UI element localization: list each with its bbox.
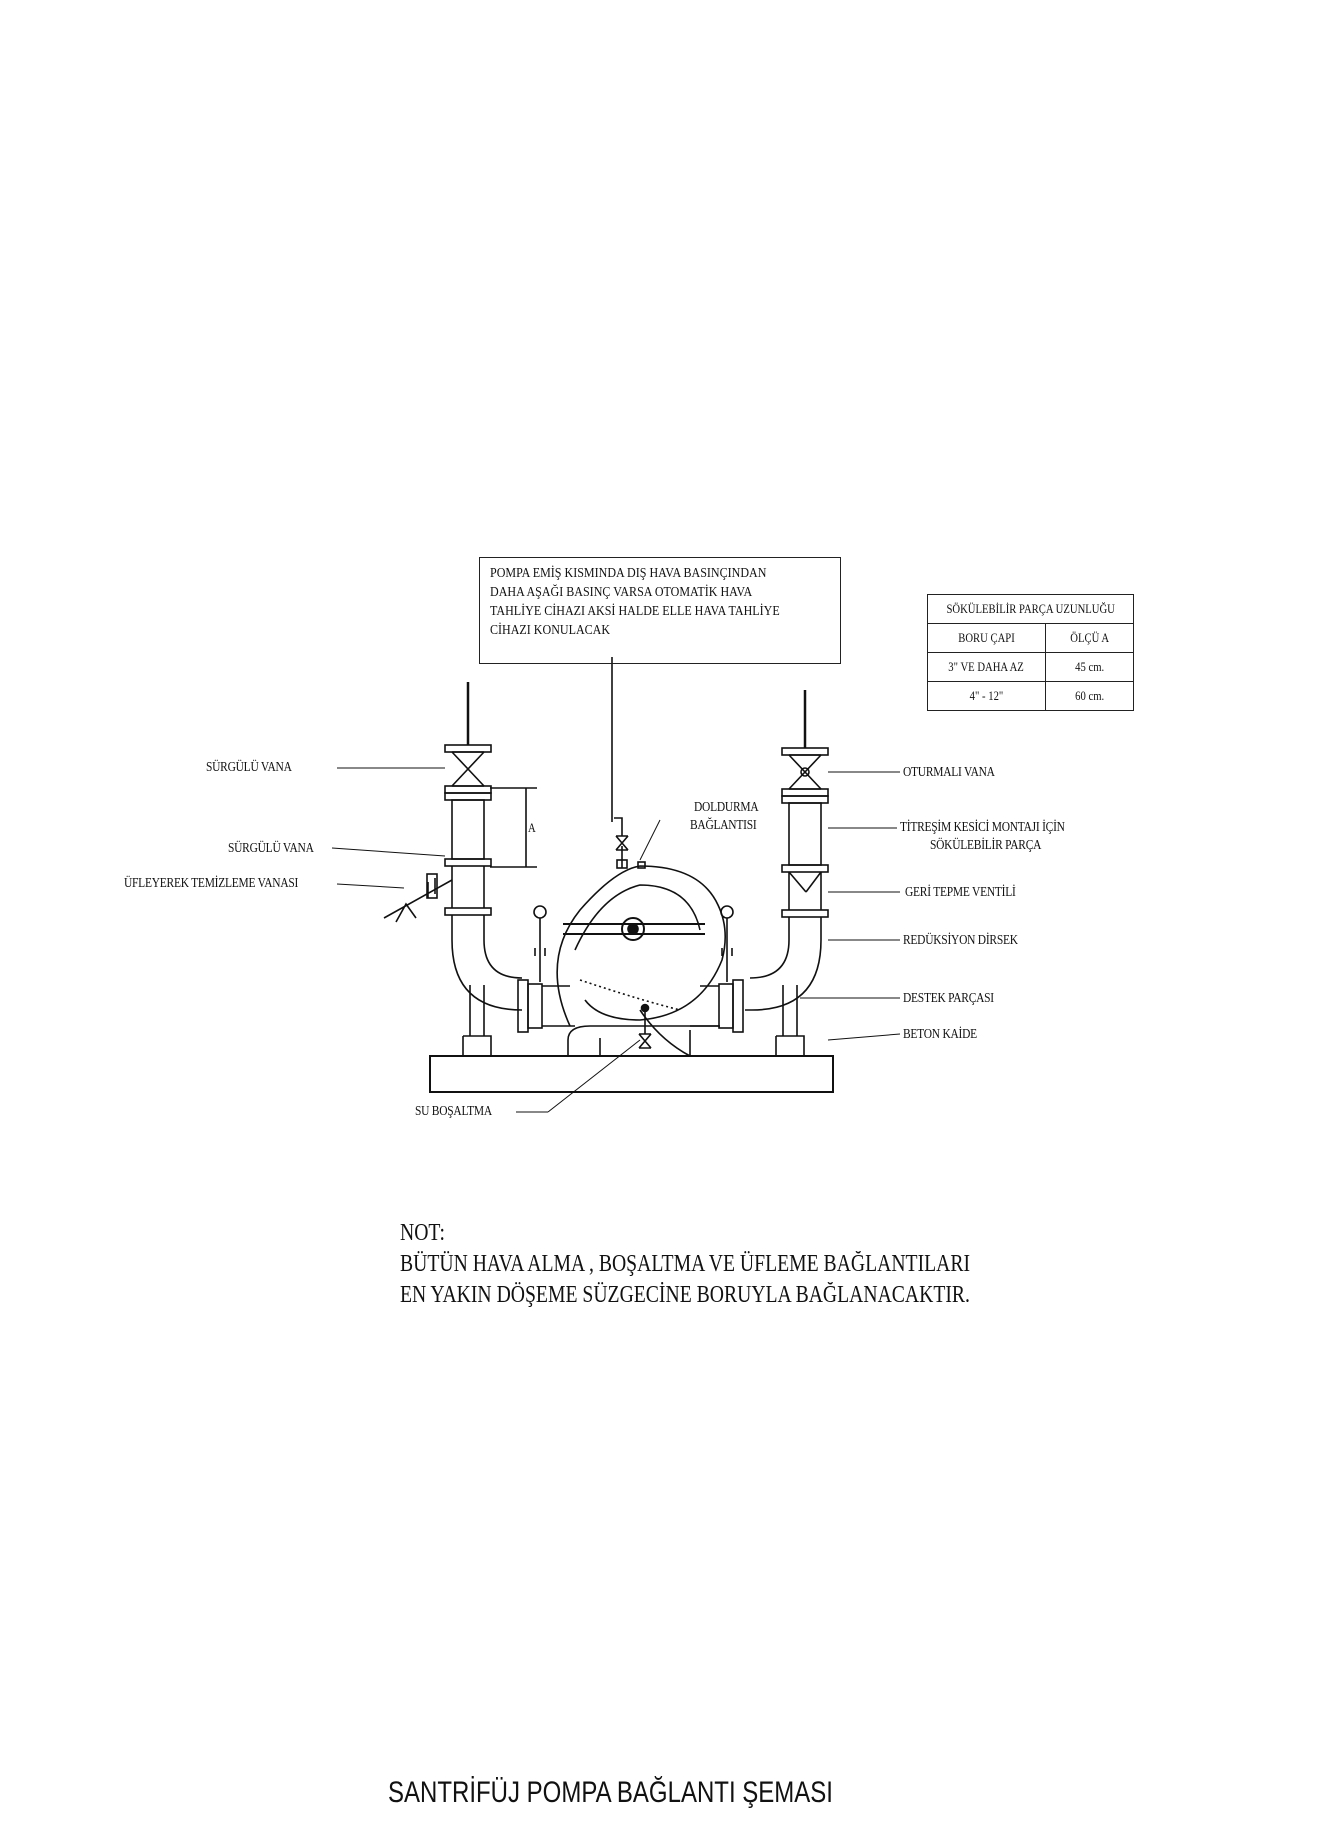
right-support bbox=[775, 985, 805, 1056]
table-cell: 3" VE DAHA AZ bbox=[948, 659, 1025, 674]
label-removable-line2: SÖKÜLEBİLİR PARÇA bbox=[930, 838, 1042, 853]
note-line: POMPA EMİŞ KISMINDA DIŞ HAVA BASINÇINDAN bbox=[490, 566, 767, 581]
left-elbow bbox=[451, 915, 523, 1011]
left-support bbox=[462, 985, 492, 1056]
label-fill-line2: BAĞLANTISI bbox=[690, 818, 757, 833]
label-dimension-a: A bbox=[528, 820, 536, 835]
concrete-base bbox=[429, 1055, 834, 1093]
note-line: CİHAZI KONULACAK bbox=[490, 623, 611, 638]
air-vent-note-box: POMPA EMİŞ KISMINDA DIŞ HAVA BASINÇINDAN… bbox=[479, 557, 841, 664]
note-line: TAHLİYE CİHAZI AKSİ HALDE ELLE HAVA TAHL… bbox=[490, 604, 780, 619]
note-line: DAHA AŞAĞI BASINÇ VARSA OTOMATİK HAVA bbox=[490, 585, 753, 600]
label-support: DESTEK PARÇASI bbox=[903, 991, 994, 1006]
left-gauge-icon bbox=[533, 905, 547, 919]
table-title: SÖKÜLEBİLİR PARÇA UZUNLUĞU bbox=[946, 601, 1115, 616]
label-drain: SU BOŞALTMA bbox=[415, 1104, 492, 1119]
label-gate-valve-top: SÜRGÜLÜ VANA bbox=[206, 760, 292, 775]
drain-valve-icon bbox=[638, 1010, 652, 1049]
table-header: ÖLÇÜ A bbox=[1070, 630, 1109, 645]
pump-volute bbox=[556, 865, 726, 1027]
check-valve bbox=[788, 871, 822, 910]
note-line: BÜTÜN HAVA ALMA , BOŞALTMA VE ÜFLEME BAĞ… bbox=[400, 1251, 971, 1277]
fill-valve-icon bbox=[614, 817, 629, 868]
label-removable-line1: TİTREŞİM KESİCİ MONTAJI İÇİN bbox=[900, 820, 1065, 835]
label-blow-off-valve: ÜFLEYEREK TEMİZLEME VANASI bbox=[124, 876, 299, 891]
label-gate-valve-bottom: SÜRGÜLÜ VANA bbox=[228, 841, 314, 856]
blow-off-valve-icon bbox=[383, 878, 453, 923]
table-cell: 60 cm. bbox=[1075, 688, 1105, 703]
dimension-a bbox=[490, 787, 537, 868]
table-cell: 45 cm. bbox=[1075, 659, 1105, 674]
label-concrete-base: BETON KAİDE bbox=[903, 1027, 977, 1042]
gate-valve-top-icon bbox=[451, 751, 485, 787]
right-gauge-icon bbox=[720, 905, 734, 919]
label-check-valve: GERİ TEPME VENTİLİ bbox=[905, 885, 1016, 900]
label-fill-line1: DOLDURMA bbox=[694, 800, 759, 815]
bottom-note: NOT: BÜTÜN HAVA ALMA , BOŞALTMA VE ÜFLEM… bbox=[400, 1218, 1095, 1311]
table-header: BORU ÇAPI bbox=[958, 630, 1015, 645]
table-cell: 4" - 12" bbox=[969, 688, 1004, 703]
pump-shaft-icon bbox=[621, 917, 645, 941]
table-row: 4" - 12" 60 cm. bbox=[927, 681, 1135, 711]
note-line: EN YAKIN DÖŞEME SÜZGECİNE BORUYLA BAĞLAN… bbox=[400, 1282, 970, 1308]
label-globe-valve: OTURMALI VANA bbox=[903, 765, 995, 780]
globe-valve-icon bbox=[788, 754, 822, 790]
right-elbow bbox=[745, 917, 822, 1011]
table-row: 3" VE DAHA AZ 45 cm. bbox=[927, 652, 1135, 682]
note-heading: NOT: bbox=[400, 1220, 445, 1246]
removable-part-table: SÖKÜLEBİLİR PARÇA UZUNLUĞU BORU ÇAPI ÖLÇ… bbox=[926, 594, 1135, 711]
page-title: SANTRİFÜJ POMPA BAĞLANTI ŞEMASI bbox=[388, 1776, 833, 1809]
label-reduction-elbow: REDÜKSİYON DİRSEK bbox=[903, 933, 1018, 948]
